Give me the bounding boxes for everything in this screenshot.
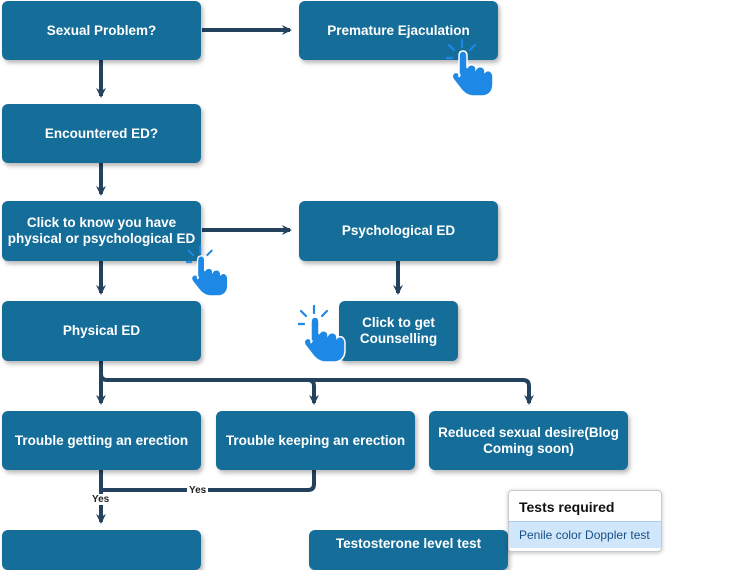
tests-panel-title: Tests required — [519, 499, 615, 515]
edge-label-yes: Yes — [187, 485, 209, 496]
tap-hand-icon — [298, 304, 346, 363]
node-sexual-problem: Sexual Problem? — [2, 1, 201, 60]
edge-label-yes: Yes — [90, 494, 112, 505]
node-trouble-getting[interactable]: Trouble getting an erection — [2, 411, 201, 470]
tap-hand-icon — [186, 245, 229, 297]
tests-required-panel: Tests required Penile color Doppler test — [508, 490, 662, 552]
edge-physical-to-desire — [308, 378, 534, 405]
node-premature-ejaculation[interactable]: Premature Ejaculation — [299, 1, 498, 60]
tap-hand-icon — [446, 38, 494, 97]
node-encountered-ed: Encountered ED? — [2, 104, 201, 163]
node-psychological-ed: Psychological ED — [299, 201, 498, 261]
tests-item-doppler[interactable]: Penile color Doppler test — [509, 521, 661, 548]
node-click-to-know[interactable]: Click to know you have physical or psych… — [2, 201, 201, 261]
edge-keeping-yes — [101, 470, 316, 492]
edge-physical-to-keeping — [99, 361, 319, 405]
node-counselling[interactable]: Click to get Counselling — [339, 301, 458, 361]
node-trouble-keeping[interactable]: Trouble keeping an erection — [216, 411, 415, 470]
node-physical-ed: Physical ED — [2, 301, 201, 361]
node-reduced-desire[interactable]: Reduced sexual desire(Blog Coming soon) — [429, 411, 628, 470]
flow-connectors — [96, 25, 534, 524]
node-partial-bottom-left — [2, 530, 201, 570]
node-testosterone-test[interactable]: Testosterone level test — [309, 530, 508, 570]
